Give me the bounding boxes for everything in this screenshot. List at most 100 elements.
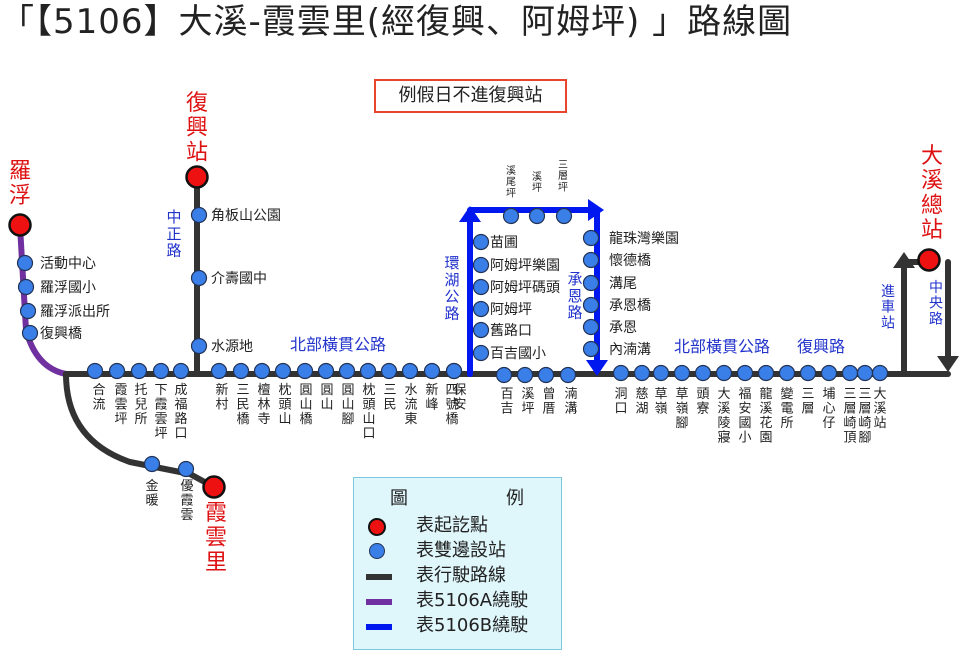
stop-west-1 [108,362,126,380]
stop-west-2 [130,362,148,380]
stop-label-west-15: 新峰 [425,382,438,413]
legend-symbol-terminal [368,518,386,536]
stop-label-east-10: 埔心仔 [822,387,835,431]
stop-label-west-4: 成福路口 [174,383,187,442]
stop-label-west-0: 合流 [92,383,105,413]
road-label-zhongzheng: 中正路 [166,208,181,260]
stop-east-3 [673,364,691,382]
legend-label: 表雙邊設站 [416,540,506,561]
stop-label-west-17: 保安 [453,383,466,413]
stop-west-13 [380,362,398,380]
legend-row: 表5106B繞駛 [354,614,563,640]
terminal-label-daxi: 大溪總站 [921,144,943,243]
stop-loop-top-2 [555,207,573,225]
legend-row: 表行駛路線 [354,564,563,590]
stop-loop-left-3 [472,300,490,318]
stop-label-east-9: 三層 [801,387,814,417]
stop-west-4 [172,362,190,380]
legend-symbol-route [366,574,392,580]
stop-west-7 [253,362,271,380]
stop-label-luofu-0: 活動中心 [40,256,96,272]
stop-west-11 [338,362,356,380]
legend-title-1: 圖 [390,488,408,509]
stop-label-xiayun-1: 優霞雲 [180,479,193,523]
stop-label-luofu-2: 羅浮派出所 [40,304,110,320]
stop-loop-left-4 [472,321,490,339]
legend-row: 表5106A繞駛 [354,589,563,615]
legend-label: 表5106B繞駛 [416,615,529,636]
stop-loop-right-4 [582,318,600,336]
road-label-north-cross-1: 北部橫貫公路 [290,335,386,354]
arrow-zhongyang [937,356,959,372]
stop-east-4 [694,364,712,382]
stop-label-west-10: 圓山 [320,383,333,413]
stop-west-last [445,362,463,380]
stop-label-loop-bottom-3: 湳溝 [564,387,577,417]
stop-label-west-2: 托兒所 [134,383,147,427]
stop-label-loop-top-0: 溪尾坪 [506,165,516,199]
page-title: 「【5106】大溪-霞雲里(經復興、阿姆坪) 」路線圖 [0,2,793,42]
stop-east-13 [871,364,889,382]
stop-loop-bottom-0 [495,366,513,384]
stop-loop-right-2 [582,274,600,292]
stop-label-east-13: 大溪站 [873,387,886,431]
stop-label-west-9: 圓山橋 [299,383,312,427]
stop-east-10 [820,364,838,382]
stop-west-8 [274,362,292,380]
stop-label-east-12: 三層崎腳 [858,387,871,446]
stop-loop-bottom-1 [516,366,534,384]
stop-loop-right-3 [582,296,600,314]
stop-label-east-0: 洞口 [614,387,627,417]
stop-label-loop-bottom-2: 曾厝 [542,387,555,417]
stop-label-east-11: 三層崎頂 [843,387,856,446]
stop-label-west-1: 霞雲坪 [114,383,127,427]
terminal-luofu [8,213,32,237]
stop-label-east-7: 龍溪花園 [759,386,772,446]
legend: 圖 例 表起訖點表雙邊設站表行駛路線表5106A繞駛表5106B繞駛 [353,477,562,650]
stop-label-west-12: 枕頭山口 [362,383,375,442]
stop-loop-left-1 [472,256,490,274]
stop-label-west-7: 檀林寺 [257,382,270,427]
stop-east-11 [841,364,859,382]
stop-label-loop-left-2: 阿姆坪碼頭 [490,280,560,296]
stop-west-3 [152,362,170,380]
route-xiayunli-branch [63,371,215,489]
stop-loop-bottom-3 [559,366,577,384]
stop-label-luofu-1: 羅浮國小 [40,280,96,296]
legend-row: 表雙邊設站 [354,539,563,565]
route-5106a-branch [17,223,69,377]
road-label-jinche: 進車站 [881,284,895,331]
arrow-b-down [586,360,608,376]
stop-label-east-6: 福安國小 [738,387,751,446]
stop-xiayun-0 [143,455,161,473]
stop-east-8 [778,364,796,382]
stop-label-loop-right-2: 溝尾 [609,276,637,292]
stop-label-loop-top-1: 溪坪 [532,171,542,194]
stop-fuxing-1 [190,269,208,287]
stop-label-loop-bottom-0: 百吉 [500,387,513,417]
stop-fuxing-0 [190,206,208,224]
arrow-b-up [459,206,481,222]
stop-east-5 [715,364,733,382]
stop-label-loop-left-3: 阿姆坪 [490,302,532,318]
stop-fuxing-2 [190,337,208,355]
stop-label-loop-top-2: 三層坪 [558,160,568,193]
stop-label-west-14: 水流東 [404,383,417,427]
legend-label: 表行駛路線 [416,565,506,586]
legend-label: 表起訖點 [416,515,488,536]
stop-label-east-8: 變電所 [780,386,793,431]
road-label-fuxing-rd: 復興路 [797,337,845,356]
stop-label-loop-right-5: 內湳溝 [609,342,651,358]
stop-loop-left-0 [472,233,490,251]
stop-label-east-2: 草嶺 [654,387,667,417]
stop-label-fuxing-1: 介壽國中 [211,271,267,287]
terminal-daxi [917,248,941,272]
stop-label-west-13: 三民 [383,383,396,413]
stop-label-loop-left-1: 阿姆坪樂園 [490,257,560,274]
road-label-north-cross-2: 北部橫貫公路 [674,337,770,356]
legend-label: 表5106A繞駛 [416,590,529,611]
stop-west-15 [423,362,441,380]
stop-west-6 [232,362,250,380]
stop-east-0 [612,364,630,382]
